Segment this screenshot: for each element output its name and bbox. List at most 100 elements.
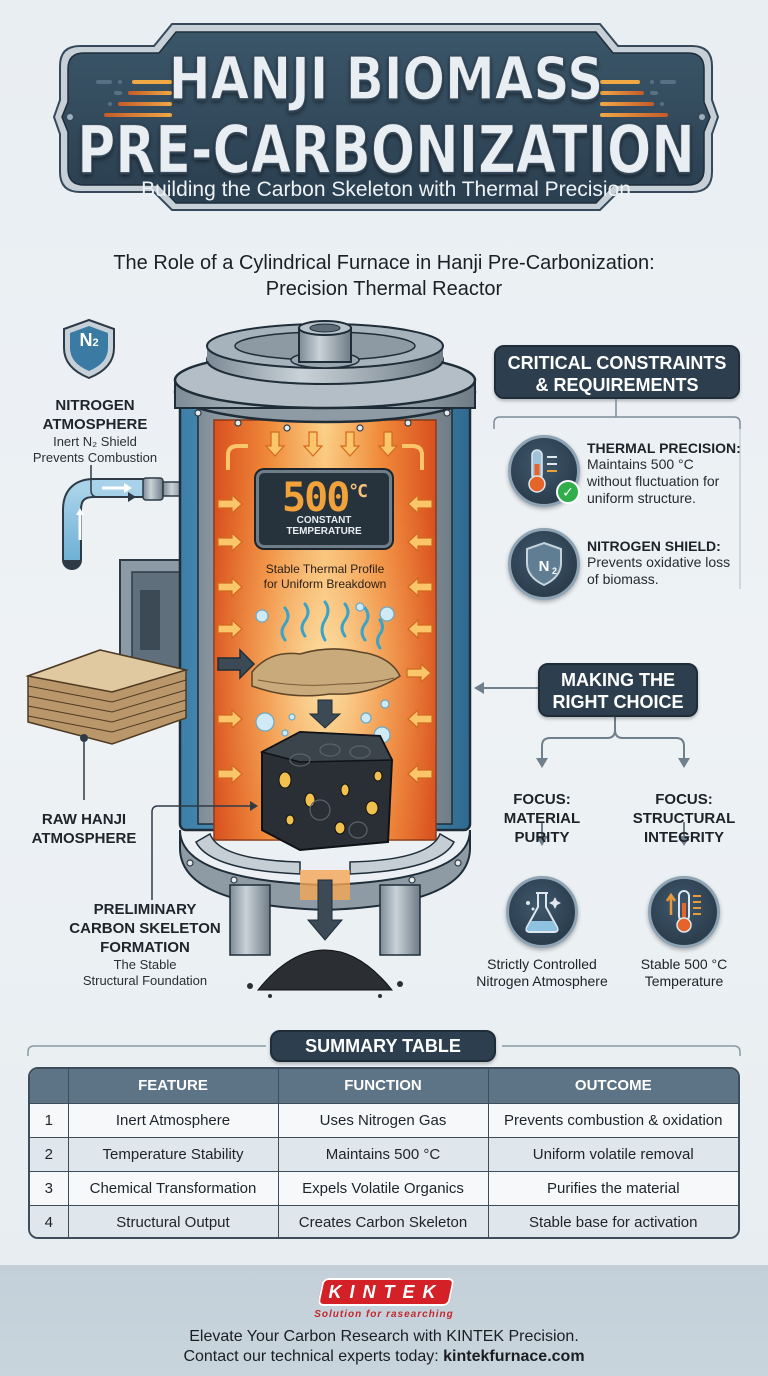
row-outcome: Prevents combustion & oxidation	[488, 1103, 738, 1138]
nitrogen-desc-line2: Prevents Combustion	[32, 450, 158, 465]
intro-line1: The Role of a Cylindrical Furnace in Han…	[113, 252, 655, 274]
nitrogen-title-line1: NITROGEN	[55, 397, 135, 414]
row-index: 2	[30, 1137, 69, 1172]
skeleton-desc-line2: Structural Foundation	[82, 973, 208, 988]
banner-title-line1: HANJI BIOMASS	[168, 44, 604, 114]
footer-cta: Elevate Your Carbon Research with KINTEK…	[0, 1327, 768, 1367]
constraint-nitrogen: NITROGEN SHIELD: Prevents oxidative loss…	[587, 538, 757, 588]
footer-line2-prefix: Contact our technical experts today:	[183, 1348, 444, 1365]
purity-desc-line1: Strictly Controlled	[487, 956, 597, 972]
purity-title-line2: MATERIAL	[503, 810, 581, 827]
n2-subscript: 2	[92, 337, 99, 349]
constraints-header-line2: & REQUIREMENTS	[535, 375, 699, 395]
row-function: Maintains 500 °C	[278, 1137, 489, 1172]
purity-desc-line2: Nitrogen Atmosphere	[476, 973, 608, 989]
table-header-row: FEATURE FUNCTION OUTCOME	[30, 1069, 738, 1104]
constraint-thermal-line3: uniform structure.	[587, 490, 696, 506]
decor-stripes-left	[96, 80, 172, 117]
column-header-feature: FEATURE	[68, 1069, 279, 1104]
thermal-profile-note: Stable Thermal Profile for Uniform Break…	[250, 562, 400, 592]
heat-arrows	[264, 431, 399, 457]
carbon-powder-pile	[256, 949, 394, 991]
purity-desc: Strictly Controlled Nitrogen Atmosphere	[466, 956, 618, 990]
nitrogen-desc-line1: Inert N₂ Shield	[53, 434, 137, 449]
nitrogen-annotation: NITROGEN ATMOSPHERE Inert N₂ Shield Prev…	[20, 396, 170, 466]
n2-shield-label: N2	[60, 330, 118, 351]
skeleton-title-line2: CARBON SKELETON	[69, 920, 221, 937]
summary-divider	[27, 1045, 741, 1056]
row-index: 3	[30, 1171, 69, 1206]
raw-hanji-stack	[25, 649, 189, 745]
raw-hanji-title-line2: ATMOSPHERE	[31, 830, 137, 847]
volatile-vapors	[280, 600, 384, 650]
constraint-thermal: THERMAL PRECISION: Maintains 500 °C with…	[587, 440, 757, 507]
constraint-nitrogen-line2: of biomass.	[587, 571, 659, 587]
temperature-value: 500	[282, 475, 350, 521]
summary-table: FEATURE FUNCTION OUTCOME 1 Inert Atmosph…	[28, 1067, 740, 1239]
row-outcome: Purifies the material	[488, 1171, 738, 1206]
row-feature: Inert Atmosphere	[68, 1103, 279, 1138]
row-feature: Structural Output	[68, 1205, 279, 1237]
row-outcome: Uniform volatile removal	[488, 1137, 738, 1172]
n2-shield-icon: N 2	[508, 528, 580, 600]
furnace-illustration	[25, 320, 477, 998]
carbon-skeleton-cube	[259, 730, 394, 852]
purity-title-line1: FOCUS:	[513, 791, 571, 808]
constraints-header-line1: CRITICAL CONSTRAINTS	[507, 353, 727, 373]
thermal-profile-line1: Stable Thermal Profile	[265, 562, 385, 576]
table-row: 2 Temperature Stability Maintains 500 °C…	[30, 1137, 738, 1172]
temperature-display: 500°C CONSTANT TEMPERATURE	[256, 470, 392, 548]
skeleton-title-line3: FORMATION	[100, 939, 190, 956]
row-feature: Chemical Transformation	[68, 1171, 279, 1206]
nitrogen-title-line2: ATMOSPHERE	[42, 416, 148, 433]
footer-line2: Contact our technical experts today: kin…	[0, 1347, 768, 1367]
skeleton-annotation: PRELIMINARY CARBON SKELETON FORMATION Th…	[60, 900, 230, 989]
integrity-title-line2: STRUCTURAL	[632, 810, 736, 827]
summary-title: SUMMARY TABLE	[270, 1030, 496, 1062]
constraint-thermal-title: THERMAL PRECISION:	[587, 440, 741, 456]
row-function: Expels Volatile Organics	[278, 1171, 489, 1206]
row-index: 4	[30, 1205, 69, 1237]
thermometer-up-icon	[648, 876, 720, 948]
svg-text:2: 2	[552, 566, 557, 576]
check-icon: ✓	[556, 480, 580, 504]
temperature-caption: CONSTANT TEMPERATURE	[286, 515, 362, 537]
n2-letter: N	[79, 330, 93, 350]
table-row: 1 Inert Atmosphere Uses Nitrogen Gas Pre…	[30, 1103, 738, 1138]
n2-shield-icon	[63, 318, 115, 380]
website-link[interactable]: kintekfurnace.com	[443, 1348, 585, 1365]
constraint-thermal-line2: without fluctuation for	[587, 473, 720, 489]
constraints-header: CRITICAL CONSTRAINTS & REQUIREMENTS	[494, 345, 740, 399]
integrity-title-line3: INTEGRITY	[643, 829, 724, 846]
row-feature: Temperature Stability	[68, 1137, 279, 1172]
column-header-function: FUNCTION	[278, 1069, 489, 1104]
banner-title-line2: PRE-CARBONIZATION	[77, 112, 696, 190]
table-row: 4 Structural Output Creates Carbon Skele…	[30, 1205, 738, 1237]
row-function: Creates Carbon Skeleton	[278, 1205, 489, 1237]
gas-bubbles	[255, 602, 395, 744]
kintek-logo[interactable]: KINTEK	[317, 1278, 455, 1306]
choice-header: MAKING THE RIGHT CHOICE	[538, 663, 698, 717]
svg-text:N: N	[539, 558, 550, 575]
row-function: Uses Nitrogen Gas	[278, 1103, 489, 1138]
column-header-outcome: OUTCOME	[488, 1069, 738, 1104]
footer: KINTEK Solution for rasearching Elevate …	[0, 1265, 768, 1376]
integrity-title-line1: FOCUS:	[655, 791, 713, 808]
kintek-logo-text: KINTEK	[328, 1282, 444, 1302]
choice-header-line1: MAKING THE	[561, 670, 675, 690]
skeleton-title-line1: PRELIMINARY	[93, 901, 197, 918]
constraint-nitrogen-line1: Prevents oxidative loss	[587, 554, 731, 570]
choice-header-line2: RIGHT CHOICE	[552, 692, 684, 712]
choice-connectors	[474, 682, 690, 846]
integrity-desc: Stable 500 °C Temperature	[620, 956, 748, 990]
column-header-index	[30, 1069, 69, 1104]
raw-hanji-title-line1: RAW HANJI	[41, 811, 127, 828]
intro-heading: The Role of a Cylindrical Furnace in Han…	[0, 250, 768, 302]
banner-plate	[52, 23, 720, 211]
kintek-tagline: Solution for rasearching	[314, 1309, 454, 1320]
table-row: 3 Chemical Transformation Expels Volatil…	[30, 1171, 738, 1206]
choice-option-integrity: FOCUS: STRUCTURAL INTEGRITY	[622, 790, 746, 847]
raw-hanji-annotation: RAW HANJI ATMOSPHERE	[14, 810, 154, 848]
integrity-desc-line1: Stable 500 °C	[640, 956, 728, 972]
row-index: 1	[30, 1103, 69, 1138]
